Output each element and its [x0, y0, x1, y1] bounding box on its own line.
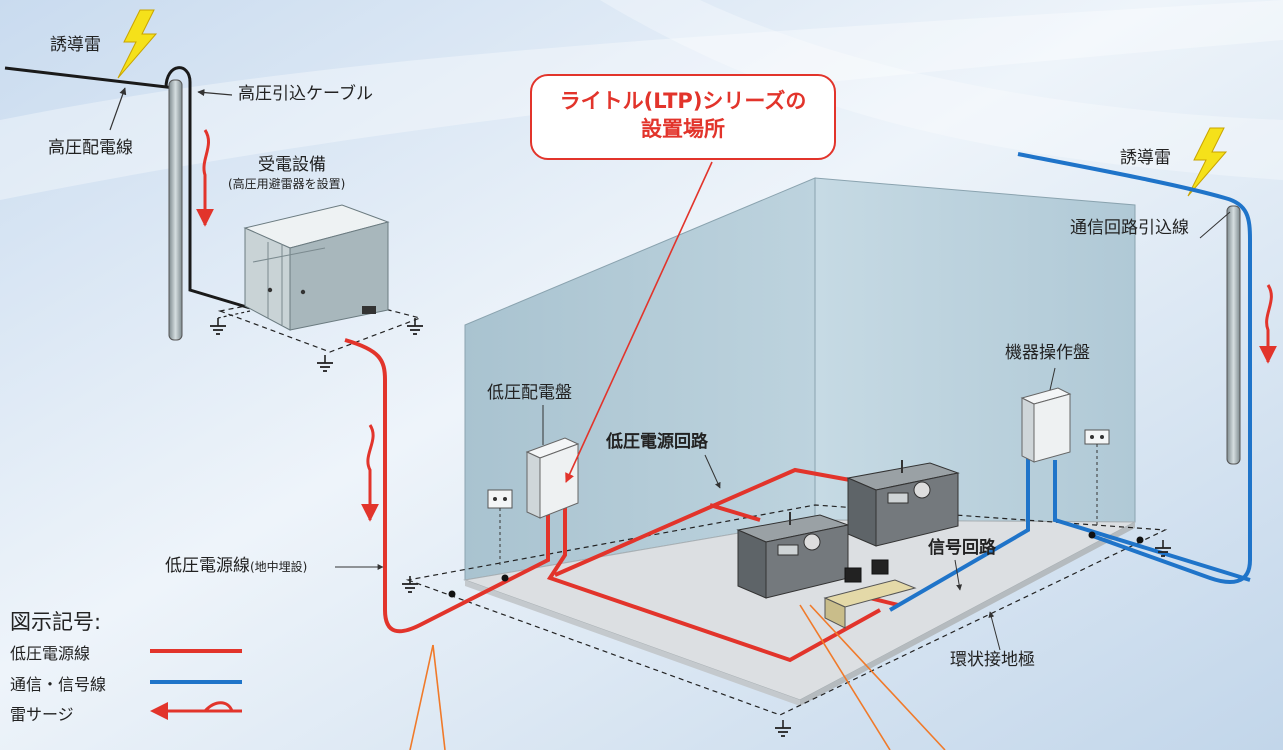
hv-pole — [168, 79, 183, 341]
comm-pole-group — [1017, 152, 1252, 584]
lv-distribution-panel — [401, 437, 580, 598]
legend-item-surge: 雷サージ — [10, 705, 74, 724]
legend-item-signal: 通信・信号線 — [10, 675, 107, 694]
callout-pointer — [565, 161, 713, 483]
label-equipment-control-panel: 機器操作盤 — [1005, 343, 1090, 363]
legend-surge-arrow-icon — [150, 702, 168, 720]
label-lv-distribution-panel: 低圧配電盤 — [487, 383, 572, 403]
label-signal-circuit: 信号回路 — [928, 538, 996, 558]
label-hv-distribution-line: 高圧配電線 — [48, 138, 133, 158]
comm-service-line — [1017, 152, 1252, 584]
label-lv-power-line-note: (地中埋設) — [250, 560, 308, 574]
surge-arrows — [196, 129, 1277, 522]
legend-item-power: 低圧電源線 — [10, 644, 91, 663]
label-induced-lightning-left: 誘導雷 — [50, 35, 101, 55]
receiving-equipment-cubicle — [209, 204, 424, 372]
ring-earth-line — [405, 504, 1168, 716]
equipment-control-panel — [1020, 387, 1172, 557]
lv-power-line — [344, 338, 550, 634]
machine-2 — [846, 460, 960, 547]
legend-title: 図示記号: — [10, 610, 102, 634]
label-lv-power-circuit: 低圧電源回路 — [606, 432, 708, 452]
lightning-bolt-right-icon — [1187, 127, 1228, 197]
label-hv-service-cable: 高圧引込ケーブル — [238, 84, 373, 104]
label-receiving-equipment-note: (高圧用避雷器を設置) — [228, 177, 346, 191]
hv-service-cable — [164, 66, 251, 310]
lv-power-circuit — [546, 467, 899, 663]
comm-pole — [1226, 205, 1241, 465]
callout-line-1: ライトル(LTP)シリーズの — [559, 89, 807, 113]
label-ring-earth-electrode: 環状接地極 — [950, 650, 1035, 670]
hv-pole-group — [4, 66, 251, 341]
label-lv-power-line: 低圧電源線(地中埋設) — [165, 556, 308, 576]
label-comm-service-line: 通信回路引込線 — [1070, 218, 1189, 238]
callout-line-2: 設置場所 — [641, 117, 725, 142]
label-receiving-equipment: 受電設備 — [258, 155, 326, 175]
machine-1 — [736, 512, 850, 599]
hv-distribution-wire — [4, 66, 176, 90]
signal-circuit — [888, 455, 1251, 612]
label-induced-lightning-right: 誘導雷 — [1120, 148, 1171, 168]
ltp-location-callout: ライトル(LTP)シリーズの 設置場所 — [530, 74, 836, 160]
lightning-bolt-left-icon — [117, 9, 158, 79]
operator-desk — [823, 559, 917, 629]
